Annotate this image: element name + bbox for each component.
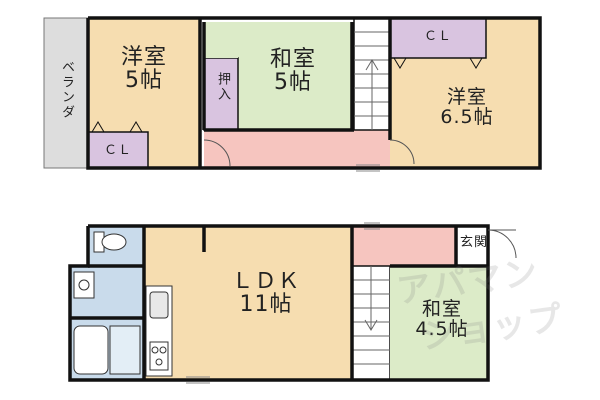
- room2-name: 和室: [269, 47, 316, 72]
- room4-name: 和室: [421, 298, 462, 320]
- upper-walls: [86, 16, 542, 170]
- toilet-fixture: [93, 231, 127, 253]
- room1-size: 5帖: [125, 68, 163, 94]
- genkan-door-swing: [487, 229, 517, 259]
- room2-floor: [238, 22, 352, 130]
- genkan-floor: [456, 226, 488, 266]
- room1-closet-label: ＣＬ: [103, 143, 132, 158]
- room3-closet-doors: [393, 57, 483, 69]
- ldk-floor: [144, 226, 352, 380]
- window-marks: [186, 164, 380, 384]
- lower-walls: [68, 224, 490, 382]
- kitchen-sink: [149, 291, 169, 319]
- veranda-area: [43, 17, 89, 169]
- room3-size: 6.5帖: [440, 105, 494, 128]
- upper-door-swings: [203, 139, 415, 167]
- ldk-size: 11帖: [239, 292, 293, 318]
- oshiire-floor: [203, 57, 239, 131]
- kitchen-stove: [149, 341, 169, 371]
- ldk-name: ＬＤＫ: [231, 269, 301, 294]
- room3-name: 洋室: [446, 86, 487, 108]
- genkan-label: 玄関: [459, 235, 488, 250]
- ldk-label: ＬＤＫ 11帖: [206, 270, 326, 316]
- room2-label: 和室 5帖: [248, 48, 338, 94]
- room1-closet-floor: [87, 131, 149, 169]
- oshiire-label: 押入: [215, 72, 230, 102]
- room1-label: 洋室 5帖: [104, 46, 184, 92]
- room4-floor: [390, 266, 488, 380]
- room2-size: 5帖: [274, 70, 312, 96]
- room1-closet-doors: [91, 121, 143, 133]
- room4-size: 4.5帖: [415, 317, 469, 340]
- lower-hallway: [352, 226, 456, 266]
- wash-basin: [73, 271, 95, 299]
- bathtub: [73, 325, 141, 375]
- room3-closet-label: ＣＬ: [423, 29, 452, 44]
- upper-stair-treads: [354, 31, 390, 130]
- lower-stair-treads: [352, 266, 390, 365]
- room3-label: 洋室 6.5帖: [412, 86, 522, 128]
- room1-name: 洋室: [120, 45, 167, 70]
- room4-label: 和室 4.5帖: [402, 298, 482, 340]
- upper-hallway: [204, 130, 390, 168]
- veranda-label: ベランダ: [59, 60, 74, 120]
- room2-upper-strip: [204, 22, 238, 58]
